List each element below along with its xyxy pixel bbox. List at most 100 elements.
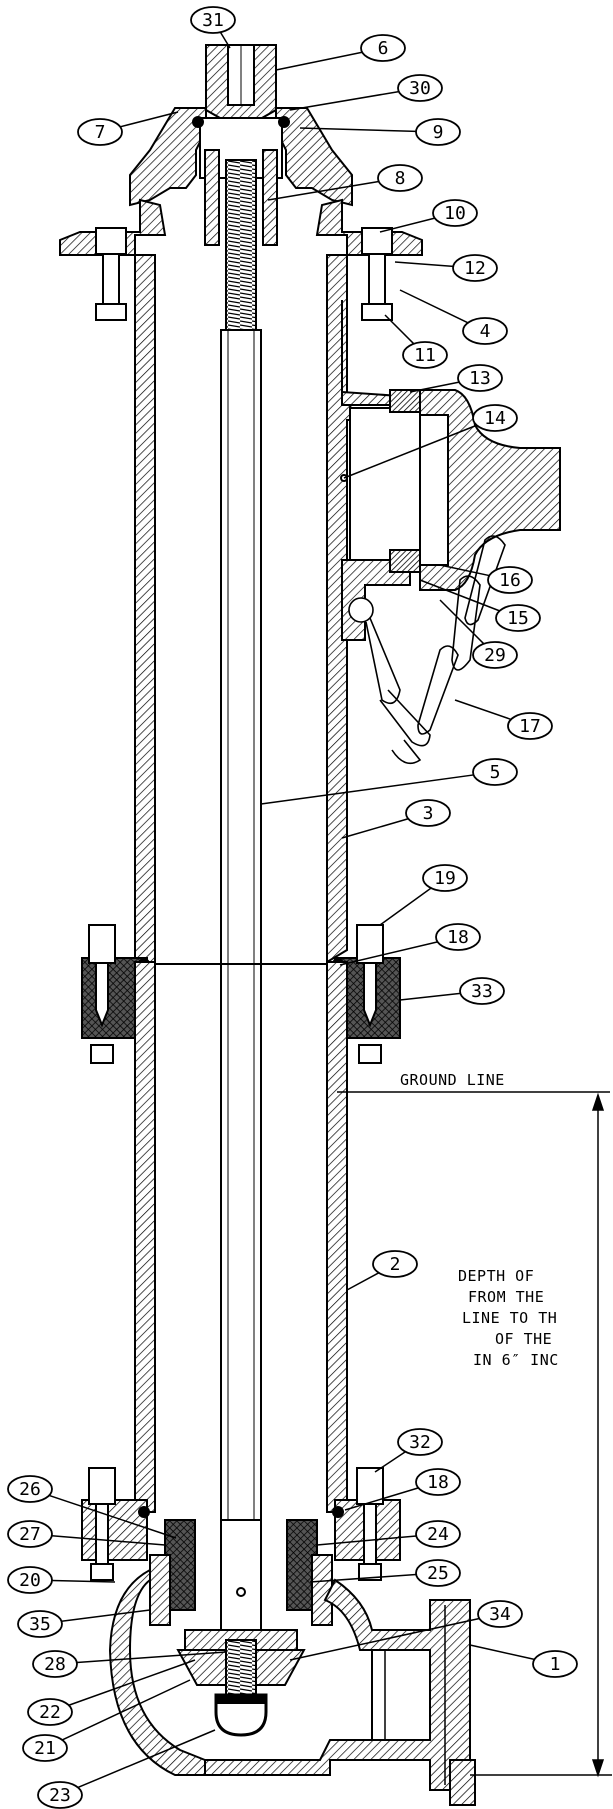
leader-c28 [76, 1651, 227, 1664]
callout-bubble [27, 1698, 73, 1726]
callout-bubble [457, 364, 503, 392]
callout-bubble [377, 164, 423, 192]
callout-bubble [7, 1520, 53, 1548]
cap-nut [214, 1693, 268, 1737]
callout-bubble [372, 1250, 418, 1278]
depth-note: DEPTH OF FROM THE LINE TO TH OF THE IN 6… [458, 1267, 559, 1369]
shoe-body-right [204, 1578, 471, 1791]
callout-bubble [415, 1468, 461, 1496]
callout-label: 27 [19, 1524, 41, 1545]
callout-bubble [17, 1610, 63, 1638]
stem-threaded-section [225, 159, 257, 331]
callout-c26: 26 [7, 1475, 53, 1503]
stem [220, 159, 262, 1531]
callout-bubble [190, 6, 236, 34]
depth-arrow-top [591, 1092, 605, 1111]
callout-bubble [532, 1650, 578, 1678]
callout-c30: 30 [397, 74, 443, 102]
hose-nozzle-body [349, 407, 421, 561]
callout-label: 28 [44, 1654, 66, 1675]
callout-bubble [7, 1566, 53, 1594]
leader-c19 [379, 887, 432, 926]
leader-c11 [384, 314, 415, 345]
lower-bolt-shank-right [363, 1503, 377, 1565]
leader-c29 [439, 599, 485, 645]
callout-label: 11 [414, 345, 436, 366]
cap-nut-band [215, 1694, 267, 1704]
drain-valve-left [149, 1554, 171, 1626]
lower-bolt-head-right [356, 1467, 384, 1505]
leader-c17 [454, 699, 512, 721]
callout-label: 10 [444, 203, 466, 224]
callout-c24: 24 [415, 1520, 461, 1548]
leader-c3 [341, 818, 409, 839]
callout-c2: 2 [372, 1250, 418, 1278]
leader-c14 [343, 424, 478, 479]
callout-bubble [397, 1428, 443, 1456]
callout-label: 30 [409, 78, 431, 99]
callout-c3: 3 [405, 799, 451, 827]
callout-label: 8 [395, 168, 406, 189]
callout-c22: 22 [27, 1698, 73, 1726]
callout-c34: 34 [477, 1600, 523, 1628]
depth-note-line-5: IN 6″ INC [473, 1351, 559, 1369]
callout-c27: 27 [7, 1520, 53, 1548]
nozzle-thread-upper [389, 389, 421, 413]
shoe-elbow [108, 1568, 476, 1806]
leader-c2 [346, 1272, 380, 1291]
callout-bubble [37, 1781, 83, 1809]
hose-nozzle [340, 389, 561, 591]
leader-c23 [77, 1729, 216, 1789]
lower-barrel-right-wall [326, 961, 348, 1513]
leader-c22 [68, 1659, 196, 1706]
callout-bubble [415, 1559, 461, 1587]
callout-c6: 6 [360, 34, 406, 62]
leader-c13 [409, 381, 460, 393]
leader-c24 [316, 1535, 417, 1546]
callout-c18a: 18 [435, 923, 481, 951]
leader-c33 [399, 992, 461, 1001]
leader-c7 [119, 111, 179, 128]
stem-pin [236, 1587, 246, 1597]
o-ring-top-right [278, 116, 290, 128]
callout-label: 14 [484, 408, 506, 429]
leader-c34 [289, 1617, 480, 1661]
callout-bubble [22, 1734, 68, 1762]
callout-c5: 5 [472, 758, 518, 786]
leader-c27 [51, 1535, 166, 1546]
callout-bubble [507, 712, 553, 740]
lower-seal-left [138, 1506, 150, 1518]
breakaway-bolt-left [95, 962, 109, 1028]
callout-c19: 19 [422, 864, 468, 892]
callout-label: 5 [490, 762, 501, 783]
upper-barrel-left-wall [134, 254, 156, 963]
callout-label: 1 [550, 1654, 561, 1675]
callout-bubble [415, 118, 461, 146]
callout-label: 4 [480, 321, 491, 342]
callout-c16: 16 [487, 566, 533, 594]
nozzle-thread-lower [389, 549, 421, 573]
callout-label: 33 [471, 981, 493, 1002]
depth-arrow-bottom [591, 1759, 605, 1778]
callout-label: 19 [434, 868, 456, 889]
callout-c13: 13 [457, 364, 503, 392]
callout-c10: 10 [432, 199, 478, 227]
callout-label: 12 [464, 258, 486, 279]
lower-flange [81, 1467, 401, 1581]
callout-label: 31 [202, 10, 224, 31]
valve-stem-lower [220, 1519, 262, 1636]
callout-label: 17 [519, 716, 541, 737]
leader-c9 [299, 127, 417, 133]
callout-label: 6 [378, 38, 389, 59]
bonnet-assembly [59, 44, 423, 265]
callout-bubble [477, 1600, 523, 1628]
bolt-shank-top-left [102, 253, 120, 305]
callout-c32: 32 [397, 1428, 443, 1456]
callout-bubble [415, 1520, 461, 1548]
callout-c11: 11 [402, 341, 448, 369]
depth-dimension [470, 1092, 612, 1778]
callout-bubble [435, 923, 481, 951]
breakaway-bolt-right [363, 962, 377, 1028]
leader-c15 [419, 579, 500, 612]
